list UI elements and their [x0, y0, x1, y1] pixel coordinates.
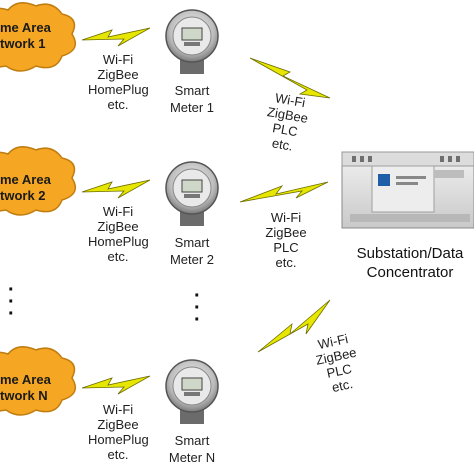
protocol-line: ZigBee — [97, 67, 139, 82]
protocol-line: etc. — [107, 97, 129, 112]
home-network-2-line1: me Area — [0, 172, 51, 187]
home-link-protocols-1: Wi-Fi ZigBee HomePlug etc. — [88, 52, 149, 112]
smart-meter-label-2: Smart Meter 2 — [168, 234, 216, 268]
home-area-network-cloud-2 — [0, 146, 77, 216]
home-network-1-line1: me Area — [0, 20, 51, 35]
vertical-ellipsis-icon-networks: ··· — [8, 279, 15, 325]
home-network-n-line2: twork N — [0, 388, 48, 403]
meter-1-line2: Meter 1 — [169, 100, 215, 115]
home-network-2-line2: twork 2 — [0, 188, 46, 203]
protocol-line: HomePlug — [88, 234, 149, 249]
protocol-line: etc. — [107, 447, 129, 462]
home-link-protocols-2: Wi-Fi ZigBee HomePlug etc. — [88, 204, 149, 264]
protocol-line: HomePlug — [88, 432, 149, 447]
home-network-n-line1: me Area — [0, 372, 51, 387]
meter-n-line2: Meter N — [168, 450, 216, 465]
protocol-line: ZigBee — [97, 417, 139, 432]
smart-meter-icon-n — [165, 359, 219, 424]
wireless-bolt-icon-home-n — [81, 375, 151, 395]
wireless-bolt-icon-backhaul-2 — [239, 181, 329, 203]
vertical-ellipsis-icon-meters: ··· — [194, 285, 201, 331]
meter-1-line1: Smart — [174, 83, 210, 98]
smart-meter-label-1: Smart Meter 1 — [168, 82, 216, 116]
protocol-line: etc. — [275, 255, 297, 270]
smart-meter-icon-2 — [165, 161, 219, 226]
home-network-1-line2: twork 1 — [0, 36, 46, 51]
wireless-bolt-icon-home-2 — [81, 179, 151, 199]
home-area-network-label-n: me Area twork N — [0, 372, 51, 404]
protocol-line: etc. — [107, 249, 129, 264]
concentrator-line1: Substation/Data — [356, 245, 464, 262]
home-area-network-cloud-1 — [0, 2, 77, 72]
wireless-bolt-icon-backhaul-1 — [249, 57, 331, 99]
home-area-network-label-1: me Area twork 1 — [0, 20, 51, 52]
protocol-line: Wi-Fi — [102, 402, 134, 417]
protocol-line: ZigBee — [97, 219, 139, 234]
meter-2-line1: Smart — [174, 235, 210, 250]
backhaul-protocols-n: Wi-Fi ZigBee PLC etc. — [304, 328, 371, 398]
home-area-network-label-2: me Area twork 2 — [0, 172, 51, 204]
protocol-line: Wi-Fi — [102, 52, 134, 67]
protocol-line: Wi-Fi — [270, 210, 302, 225]
concentrator-line2: Concentrator — [366, 264, 454, 281]
protocol-line: ZigBee — [265, 225, 307, 240]
protocol-line: PLC — [273, 240, 299, 255]
smart-meter-icon-1 — [165, 9, 219, 74]
concentrator-label: Substation/Data Concentrator — [346, 244, 474, 282]
meter-2-line2: Meter 2 — [169, 252, 215, 267]
protocol-line: Wi-Fi — [102, 204, 134, 219]
backhaul-protocols-1: Wi-Fi ZigBee PLC etc. — [254, 88, 320, 157]
smart-meter-label-n: Smart Meter N — [168, 432, 216, 466]
home-link-protocols-n: Wi-Fi ZigBee HomePlug etc. — [88, 402, 149, 462]
backhaul-protocols-2: Wi-Fi ZigBee PLC etc. — [258, 210, 314, 270]
wireless-bolt-icon-backhaul-n — [257, 299, 331, 353]
meter-n-line1: Smart — [174, 433, 210, 448]
wireless-bolt-icon-home-1 — [81, 27, 151, 47]
home-area-network-cloud-n — [0, 346, 77, 416]
protocol-line: HomePlug — [88, 82, 149, 97]
data-concentrator-device-icon — [341, 151, 474, 229]
